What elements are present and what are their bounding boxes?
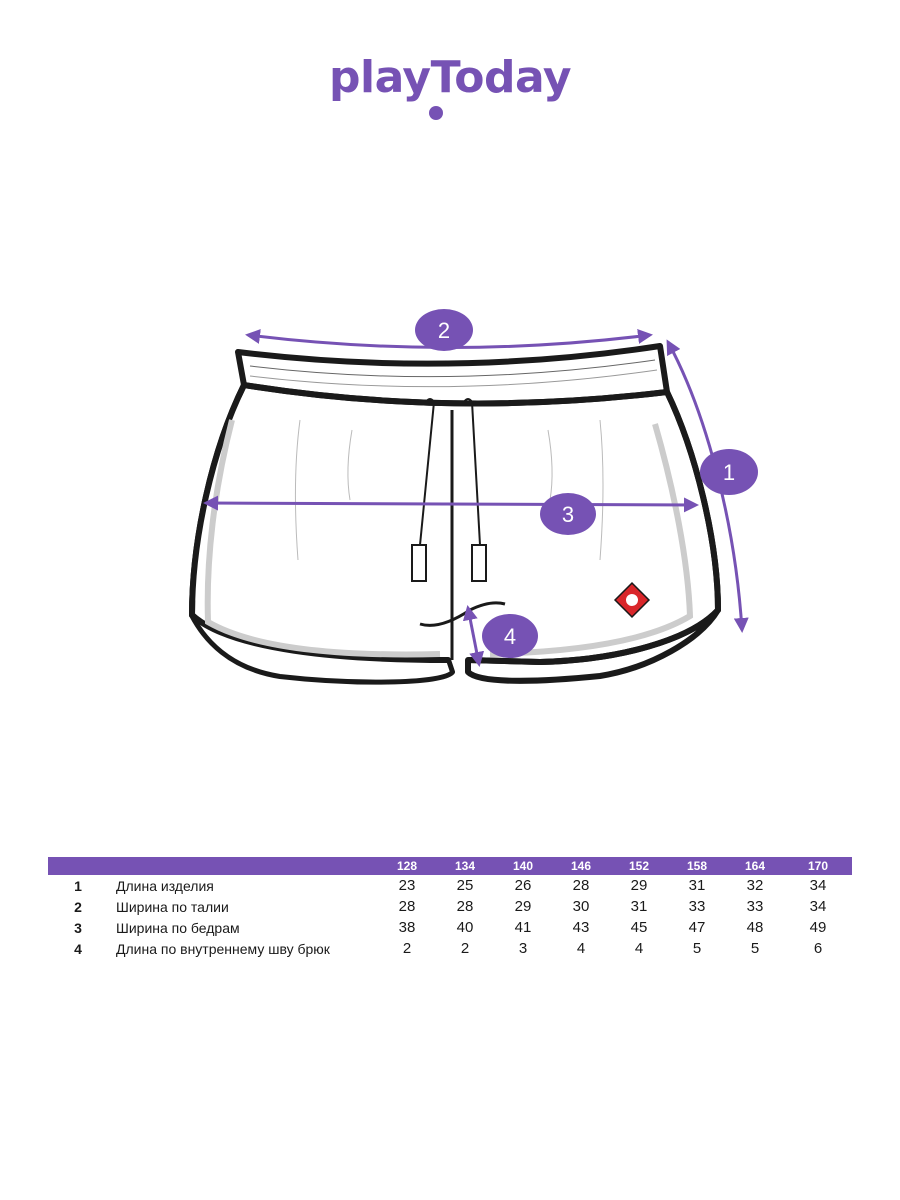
row-label: Длина изделия — [116, 877, 214, 894]
size-header-cell: 140 — [494, 857, 552, 875]
table-row: 4 Длина по внутреннему шву брюк 2 2 3 4 … — [48, 938, 852, 959]
table-cell: 43 — [572, 919, 590, 936]
header-blank — [48, 857, 108, 875]
table-cell: 31 — [688, 877, 706, 894]
table-cell: 33 — [746, 898, 764, 915]
table-cell: 34 — [809, 877, 827, 894]
table-cell: 28 — [398, 898, 416, 915]
table-cell: 28 — [572, 877, 590, 894]
table-cell: 29 — [630, 877, 648, 894]
size-header-cell: 158 — [668, 857, 726, 875]
table-row: 2 Ширина по талии 28 28 29 30 31 33 33 3… — [48, 896, 852, 917]
table-cell: 38 — [398, 919, 416, 936]
table-cell: 40 — [456, 919, 474, 936]
size-header-row: 128 134 140 146 152 158 164 170 — [48, 857, 852, 875]
table-cell: 47 — [688, 919, 706, 936]
table-row: 3 Ширина по бедрам 38 40 41 43 45 47 48 … — [48, 917, 852, 938]
logo-patch-icon — [613, 581, 651, 619]
table-cell: 48 — [746, 919, 764, 936]
table-cell: 28 — [456, 898, 474, 915]
table-cell: 4 — [576, 940, 586, 957]
size-header-cell: 128 — [378, 857, 436, 875]
measure-line-3 — [203, 495, 699, 513]
size-chart-table: 128 134 140 146 152 158 164 170 1 Длина … — [48, 857, 852, 959]
svg-text:3: 3 — [562, 502, 574, 527]
logo-dot — [429, 106, 443, 120]
row-number: 4 — [74, 940, 82, 957]
svg-text:4: 4 — [504, 624, 516, 649]
table-cell: 49 — [809, 919, 827, 936]
size-header-cell: 170 — [784, 857, 852, 875]
table-cell: 25 — [456, 877, 474, 894]
table-cell: 26 — [514, 877, 532, 894]
marker-4: 4 — [482, 614, 538, 658]
table-cell: 6 — [813, 940, 823, 957]
row-number: 2 — [74, 898, 82, 915]
svg-text:2: 2 — [438, 318, 450, 343]
table-cell: 32 — [746, 877, 764, 894]
size-header-cell: 164 — [726, 857, 784, 875]
row-number: 3 — [74, 919, 82, 936]
table-cell: 45 — [630, 919, 648, 936]
svg-text:1: 1 — [723, 460, 735, 485]
table-cell: 2 — [402, 940, 412, 957]
table-cell: 2 — [460, 940, 470, 957]
row-number: 1 — [74, 877, 82, 894]
size-header-cell: 152 — [610, 857, 668, 875]
table-cell: 5 — [692, 940, 702, 957]
table-cell: 31 — [630, 898, 648, 915]
marker-2: 2 — [415, 309, 473, 351]
marker-3: 3 — [540, 493, 596, 535]
table-cell: 34 — [809, 898, 827, 915]
row-label: Ширина по бедрам — [116, 919, 240, 936]
size-header-cell: 134 — [436, 857, 494, 875]
measure-line-4 — [462, 605, 485, 667]
table-cell: 41 — [514, 919, 532, 936]
table-cell: 5 — [750, 940, 760, 957]
header-blank — [108, 857, 378, 875]
shorts-technical-drawing: 2 1 3 4 — [188, 309, 758, 685]
table-row: 1 Длина изделия 23 25 26 28 29 31 32 34 — [48, 875, 852, 896]
table-cell: 30 — [572, 898, 590, 915]
marker-1: 1 — [700, 449, 758, 495]
row-label: Ширина по талии — [116, 898, 229, 915]
table-cell: 3 — [518, 940, 528, 957]
brand-logo: playToday — [328, 52, 572, 103]
table-cell: 29 — [514, 898, 532, 915]
table-cell: 33 — [688, 898, 706, 915]
table-cell: 23 — [398, 877, 416, 894]
size-header-cell: 146 — [552, 857, 610, 875]
row-label: Длина по внутреннему шву брюк — [116, 940, 330, 957]
table-cell: 4 — [634, 940, 644, 957]
